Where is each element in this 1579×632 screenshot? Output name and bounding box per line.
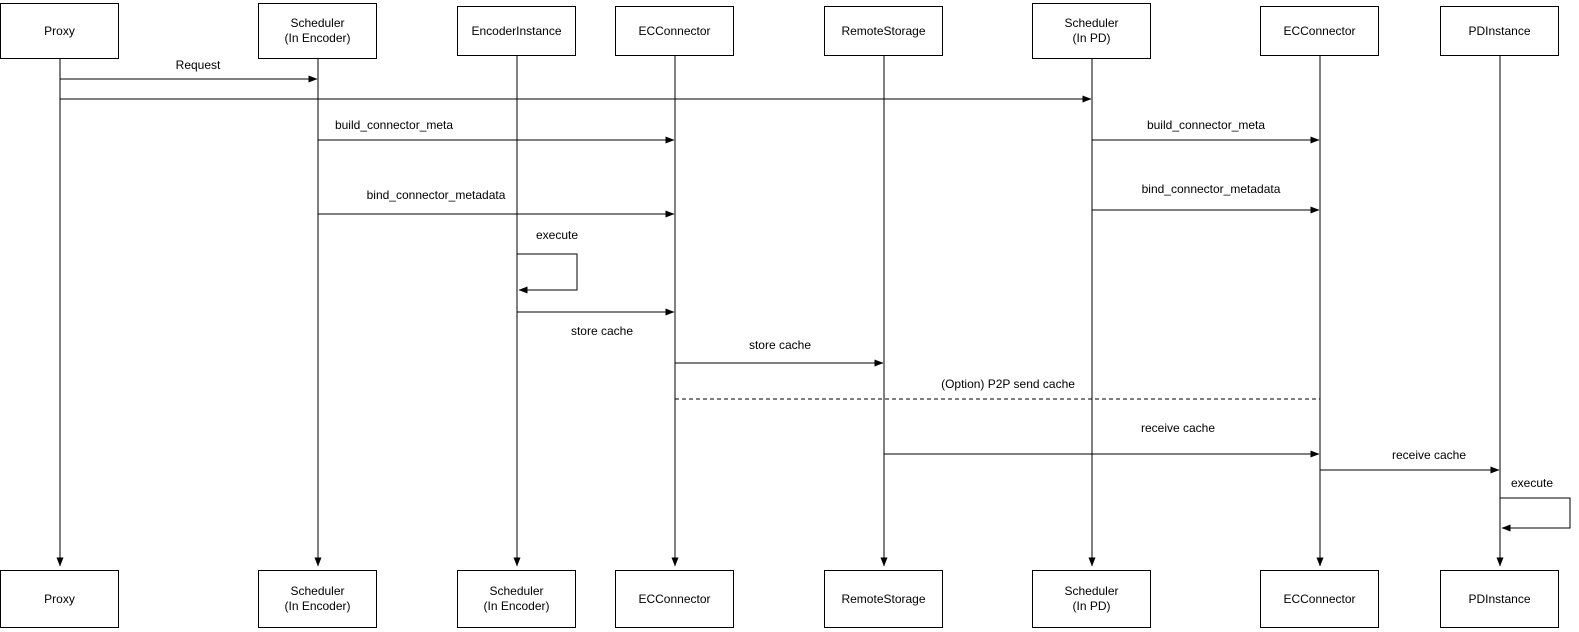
actor-box-scheduler-encoder-top: Scheduler (In Encoder): [258, 3, 377, 59]
actor-box-ec-connector-1-bottom: ECConnector: [615, 570, 734, 628]
message-label-store-cache-2: store cache: [748, 338, 812, 352]
message-label-build-connector-meta-right: build_connector_meta: [1146, 118, 1266, 132]
self-loop-execute-pdinstance: [1500, 497, 1571, 532]
actor-box-remote-storage-top: RemoteStorage: [824, 6, 943, 56]
actor-box-scheduler-pd-top: Scheduler (In PD): [1032, 3, 1151, 59]
actor-label: PDInstance: [1468, 591, 1531, 606]
actor-label: ECConnector: [1283, 23, 1356, 38]
message-label-request: Request: [175, 58, 221, 72]
message-label-receive-cache-2: receive cache: [1391, 448, 1467, 462]
actor-label: ECConnector: [638, 23, 711, 38]
actor-label: RemoteStorage: [841, 591, 926, 606]
actor-label: Scheduler (In Encoder): [483, 584, 550, 613]
message-label-execute-encoder: execute: [535, 228, 579, 242]
actor-label: Scheduler (In PD): [1064, 584, 1119, 613]
actor-label: ECConnector: [638, 591, 711, 606]
actor-box-ec-connector-1-top: ECConnector: [615, 6, 734, 56]
message-label-build-connector-meta-left: build_connector_meta: [334, 118, 454, 132]
actor-label: Proxy: [44, 591, 75, 606]
actor-box-proxy-top: Proxy: [0, 3, 119, 59]
actor-label: RemoteStorage: [841, 23, 926, 38]
message-label-execute-pdinstance: execute: [1510, 476, 1554, 490]
actor-label: Scheduler (In Encoder): [284, 584, 351, 613]
actor-box-ec-connector-2-top: ECConnector: [1260, 6, 1379, 56]
message-label-store-cache-1: store cache: [570, 324, 634, 338]
lifelines: [56, 56, 1504, 567]
actor-box-scheduler-encoder-bottom: Scheduler (In Encoder): [258, 570, 377, 628]
actor-box-scheduler-pd-bottom: Scheduler (In PD): [1032, 570, 1151, 628]
actor-box-proxy-bottom: Proxy: [0, 570, 119, 628]
actor-box-remote-storage-bottom: RemoteStorage: [824, 570, 943, 628]
actor-label: Scheduler (In Encoder): [284, 16, 351, 45]
message-label-receive-cache-1: receive cache: [1140, 421, 1216, 435]
actor-label: Proxy: [44, 23, 75, 38]
message-label-bind-connector-metadata-right: bind_connector_metadata: [1141, 182, 1281, 196]
actor-label: ECConnector: [1283, 591, 1356, 606]
actor-box-encoder-instance-bottom: Scheduler (In Encoder): [457, 570, 576, 628]
actor-box-pd-instance-bottom: PDInstance: [1440, 570, 1559, 628]
actor-label: Scheduler (In PD): [1064, 16, 1119, 45]
actor-box-pd-instance-top: PDInstance: [1440, 6, 1559, 56]
actor-label: PDInstance: [1468, 23, 1531, 38]
self-loop-execute-encoder: [517, 253, 578, 294]
actor-box-ec-connector-2-bottom: ECConnector: [1260, 570, 1379, 628]
message-label-bind-connector-metadata-left: bind_connector_metadata: [366, 188, 506, 202]
message-arrows: [60, 75, 1571, 532]
message-label-p2p-send-cache: (Option) P2P send cache: [941, 377, 1075, 391]
actor-box-encoder-instance-top: EncoderInstance: [457, 6, 576, 56]
actor-label: EncoderInstance: [471, 23, 562, 38]
